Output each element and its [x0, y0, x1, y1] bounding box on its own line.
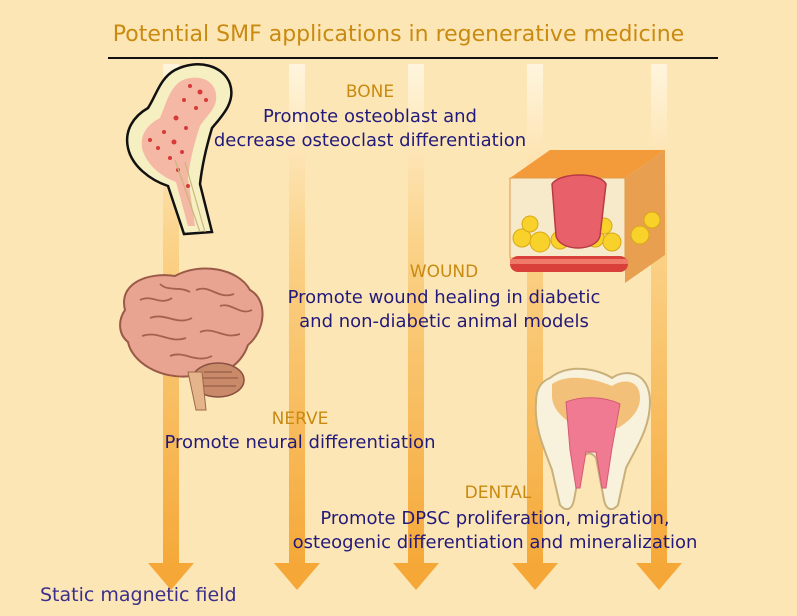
- diagram-title: Potential SMF applications in regenerati…: [112, 22, 685, 47]
- nerve-description-line-1: Promote neural differentiation: [164, 432, 436, 453]
- field-label: Static magnetic field: [40, 584, 237, 606]
- dental-description-line-2: osteogenic differentiation and mineraliz…: [292, 532, 698, 553]
- title-underline: [108, 57, 718, 59]
- dental-heading: DENTAL: [464, 483, 532, 503]
- bone-description-line-1: Promote osteoblast and: [263, 106, 477, 127]
- wound-heading: WOUND: [409, 262, 479, 282]
- dental-description-line-1: Promote DPSC proliferation, migration,: [320, 508, 670, 529]
- nerve-heading: NERVE: [271, 409, 329, 429]
- arrow-2: [274, 64, 320, 590]
- bone-description-line-2: decrease osteoclast differentiation: [213, 130, 527, 151]
- wound-description-line-2: and non-diabetic animal models: [299, 311, 589, 332]
- bone-heading: BONE: [345, 82, 395, 102]
- wound-description-line-1: Promote wound healing in diabetic: [287, 287, 601, 308]
- arrow-3: [393, 64, 439, 590]
